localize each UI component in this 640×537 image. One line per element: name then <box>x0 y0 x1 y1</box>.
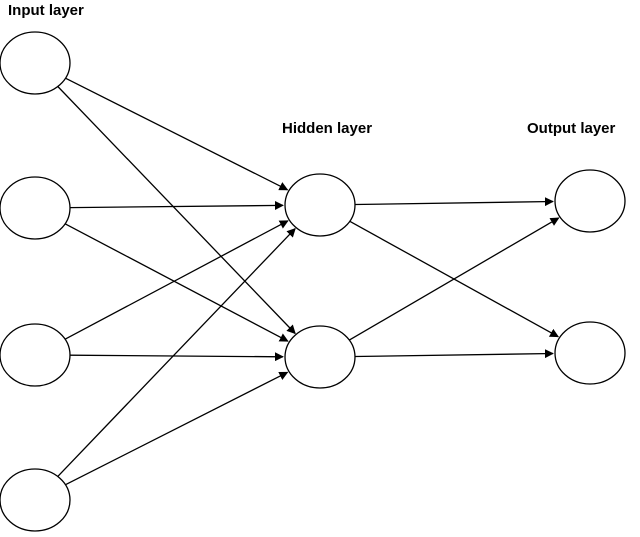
input-neuron-3 <box>0 323 71 387</box>
input-neuron-4 <box>0 468 71 532</box>
input-neuron-1 <box>0 31 71 95</box>
hidden-neuron-2 <box>284 325 356 389</box>
edge-hidden-2-to-output-2 <box>354 349 554 359</box>
connections <box>57 77 560 486</box>
output-layer-title: Output layer <box>527 120 616 137</box>
hidden-neuron-1 <box>284 173 356 237</box>
output-neuron-1 <box>554 169 626 233</box>
edge-input-3-to-hidden-2 <box>69 352 284 362</box>
edge-input-2-to-hidden-1 <box>69 200 284 210</box>
edge-input-1-to-hidden-1 <box>65 77 289 191</box>
edge-hidden-2-to-output-1 <box>348 217 560 341</box>
edge-hidden-1-to-output-1 <box>354 197 554 207</box>
output-neuron-2 <box>554 321 626 385</box>
edge-input-2-to-hidden-2 <box>64 223 289 342</box>
input-neuron-2 <box>0 176 71 240</box>
input-layer-title: Input layer <box>8 2 84 19</box>
edge-input-4-to-hidden-2 <box>65 371 289 486</box>
edge-input-4-to-hidden-1 <box>57 227 296 477</box>
neurons <box>0 31 626 532</box>
edge-input-1-to-hidden-2 <box>57 86 296 335</box>
hidden-layer-title: Hidden layer <box>282 120 372 137</box>
edge-input-3-to-hidden-1 <box>64 220 289 340</box>
